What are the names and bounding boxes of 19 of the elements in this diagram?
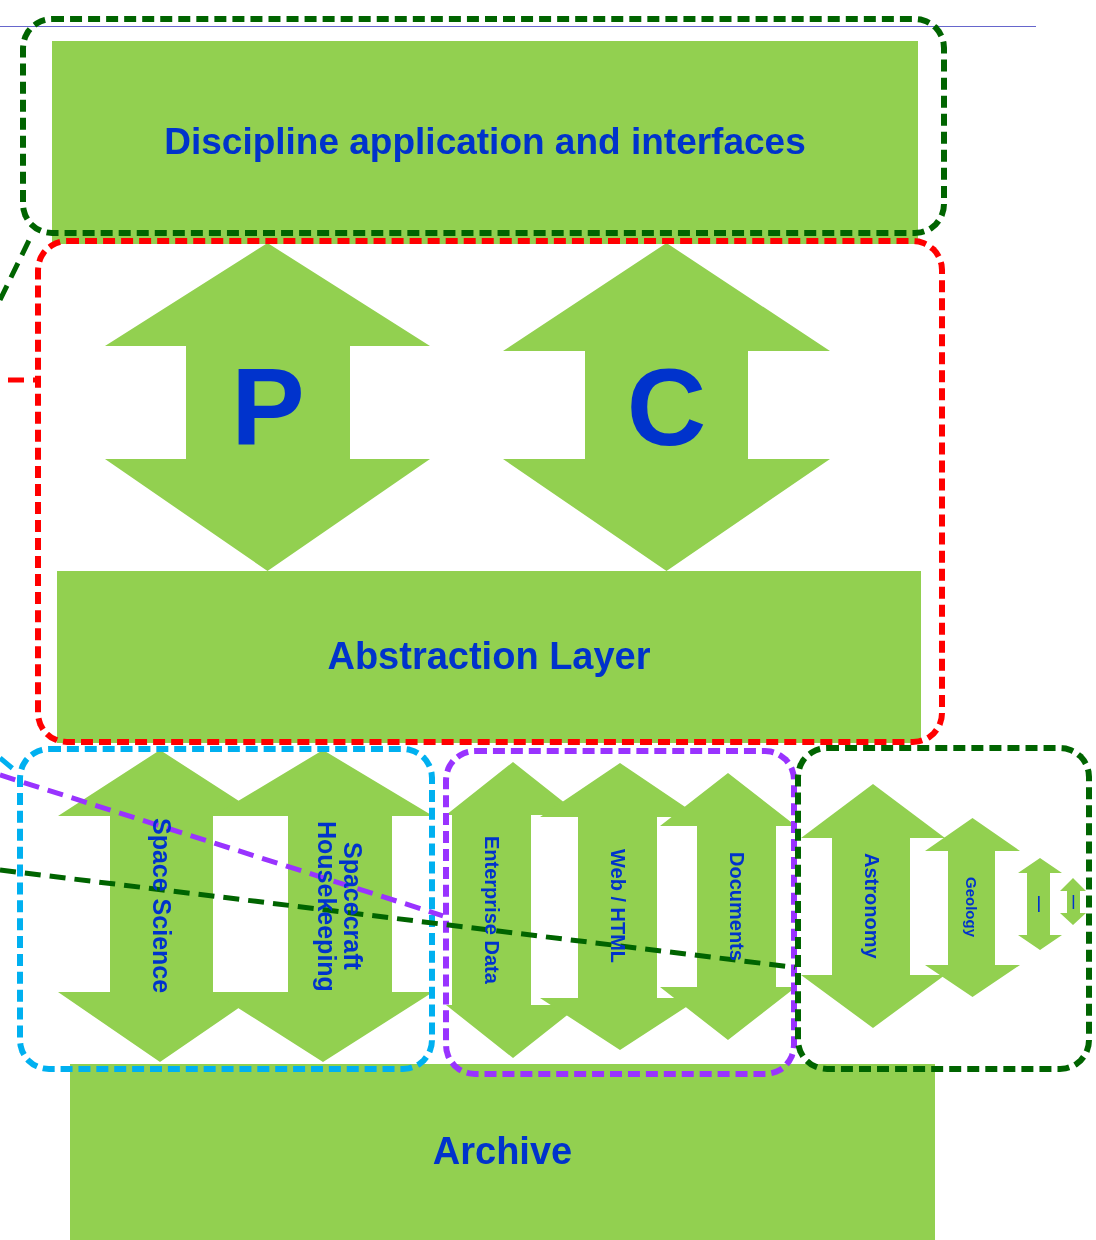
layer-bar	[70, 1064, 935, 1240]
leader-line	[0, 772, 444, 919]
arrow-label: —	[1066, 894, 1081, 909]
layer-label: Archive	[432, 1132, 573, 1172]
layer-label: Discipline application and interfaces	[164, 123, 806, 162]
arrow-label: Space Science	[148, 818, 175, 994]
arrow-label: Web / HTML	[607, 849, 628, 964]
arrow-label: Astronomy	[860, 853, 882, 959]
arrow-label: Spacecraft Housekeeping	[313, 819, 367, 994]
arrow-label: P	[231, 349, 305, 465]
arrow-label: C	[626, 349, 707, 465]
arrow-label: Enterprise Data	[481, 836, 502, 984]
layer-label: Abstraction Layer	[327, 637, 651, 677]
arrow-label: Geology	[963, 877, 980, 938]
arrow-label: Documents	[726, 852, 747, 961]
layer-bar	[52, 41, 918, 244]
arrow-label: —	[1030, 896, 1047, 912]
layer-bar	[57, 571, 921, 743]
leader-line	[8, 377, 35, 383]
